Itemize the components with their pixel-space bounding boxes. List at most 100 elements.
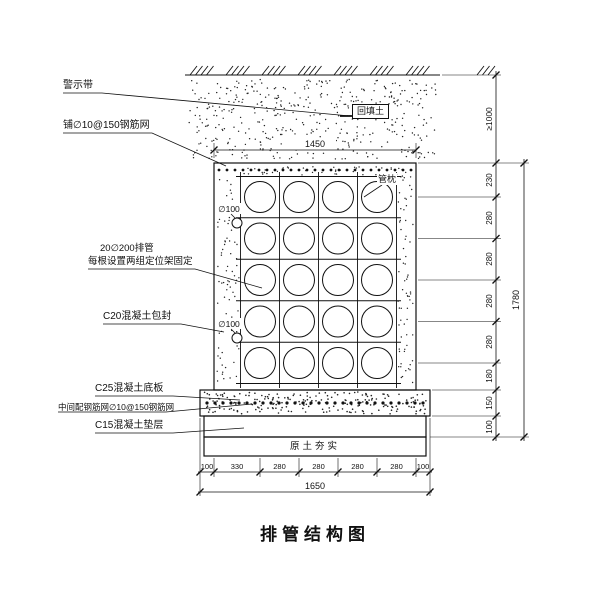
slab-stipple-dot (233, 401, 236, 404)
soil-stipple-dot (265, 137, 268, 139)
slab-stipple-dot (322, 411, 325, 414)
soil-stipple-dot (294, 92, 296, 94)
soil-stipple-dot (416, 92, 419, 95)
slab-stipple-dot (275, 403, 278, 406)
soil-stipple-dot (344, 103, 347, 106)
concrete-stipple-dot (407, 368, 410, 370)
soil-stipple-dot (325, 130, 327, 132)
soil-stipple-dot (356, 152, 358, 154)
concrete-stipple-dot (334, 173, 336, 175)
concrete-stipple-dot (402, 247, 405, 250)
slab-stipple-dot (385, 404, 387, 406)
slab-stipple-dot (346, 410, 348, 413)
ground-hatch-stroke (339, 65, 347, 76)
soil-stipple-dot (281, 133, 283, 136)
slab-stipple-dot (304, 400, 307, 402)
concrete-stipple-dot (381, 167, 383, 169)
soil-stipple-dot (306, 80, 308, 82)
concrete-stipple-dot (404, 197, 406, 199)
dim-tick (295, 468, 303, 476)
dim-tick (492, 412, 500, 420)
soil-stipple-dot (383, 85, 386, 88)
slab-stipple-dot (299, 394, 302, 397)
slab-stipple-dot (235, 402, 237, 404)
soil-stipple-dot (229, 138, 231, 140)
slab-stipple-dot (208, 393, 211, 396)
soil-stipple-dot (353, 138, 355, 141)
concrete-stipple-dot (223, 296, 226, 298)
soil-stipple-dot (434, 83, 436, 85)
soil-stipple-dot (335, 122, 337, 125)
soil-stipple-dot (404, 89, 406, 92)
soil-stipple-dot (388, 96, 391, 98)
rebar-dot (205, 401, 209, 405)
soil-stipple-dot (340, 96, 342, 98)
slab-stipple-dot (260, 408, 263, 411)
slab-stipple-dot (422, 405, 425, 407)
concrete-stipple-dot (221, 282, 223, 284)
soil-stipple-dot (433, 153, 436, 155)
concrete-stipple-dot (216, 380, 219, 382)
concrete-stipple-dot (229, 377, 231, 379)
slab-stipple-dot (405, 399, 408, 401)
soil-stipple-dot (396, 105, 399, 107)
concrete-stipple-dot (228, 281, 230, 283)
slab-stipple-dot (246, 411, 249, 413)
rebar-dot (221, 401, 225, 405)
slab-stipple-dot (364, 399, 367, 401)
label-compacted-soil: 原土夯实 (289, 441, 340, 452)
rebar-dot (301, 401, 305, 405)
slab-stipple-dot (299, 403, 301, 406)
slab-stipple-dot (266, 395, 269, 398)
slab-stipple-dot (222, 395, 224, 398)
rebar-dot (257, 168, 261, 172)
slab-stipple-dot (233, 395, 236, 398)
dim-right-5: 180 (485, 369, 494, 383)
soil-stipple-dot (248, 138, 251, 140)
base-slab-stipple (203, 391, 427, 415)
soil-stipple-dot (299, 97, 301, 99)
concrete-stipple-dot (237, 310, 239, 312)
slab-stipple-dot (258, 400, 261, 403)
concrete-stipple-dot (218, 179, 221, 181)
concrete-stipple-dot (243, 172, 245, 175)
soil-stipple-dot (282, 127, 284, 129)
soil-stipple-dot (318, 80, 320, 82)
concrete-stipple-dot (400, 319, 402, 321)
soil-stipple-dot (370, 99, 373, 101)
dim-tick (196, 488, 204, 496)
slab-stipple-dot (248, 394, 250, 397)
concrete-stipple-dot (400, 363, 402, 365)
concrete-stipple-dot (402, 262, 405, 264)
slab-stipple-dot (410, 401, 413, 404)
concrete-stipple-dot (405, 205, 408, 207)
soil-stipple-dot (207, 103, 210, 106)
soil-stipple-dot (355, 96, 358, 98)
label-warning-tape: 警示带 (63, 80, 93, 91)
soil-stipple-dot (213, 114, 215, 117)
slab-stipple-dot (325, 411, 328, 413)
soil-stipple-dot (277, 96, 280, 99)
soil-stipple-dot (248, 128, 250, 130)
slab-stipple-dot (223, 392, 226, 395)
soil-stipple-dot (388, 129, 391, 131)
soil-stipple-dot (419, 152, 421, 154)
slab-stipple-dot (387, 395, 390, 398)
soil-stipple-dot (296, 153, 299, 155)
compacted-soil-band (203, 436, 427, 457)
concrete-stipple-dot (334, 170, 337, 172)
concrete-stipple-dot (228, 219, 230, 222)
soil-stipple-dot (411, 83, 413, 85)
soil-stipple-dot (198, 98, 200, 101)
dim-right-total: 1780 (511, 290, 521, 310)
slab-stipple-dot (371, 412, 373, 415)
soil-stipple-dot (272, 155, 275, 157)
soil-stipple-dot (241, 157, 243, 159)
soil-stipple-dot (227, 141, 229, 144)
slab-stipple-dot (264, 398, 266, 400)
soil-stipple-dot (316, 121, 318, 124)
concrete-stipple-dot (390, 168, 392, 170)
concrete-stipple-dot (221, 351, 223, 354)
concrete-stipple-dot (353, 166, 356, 168)
pipe-circle (283, 222, 315, 255)
